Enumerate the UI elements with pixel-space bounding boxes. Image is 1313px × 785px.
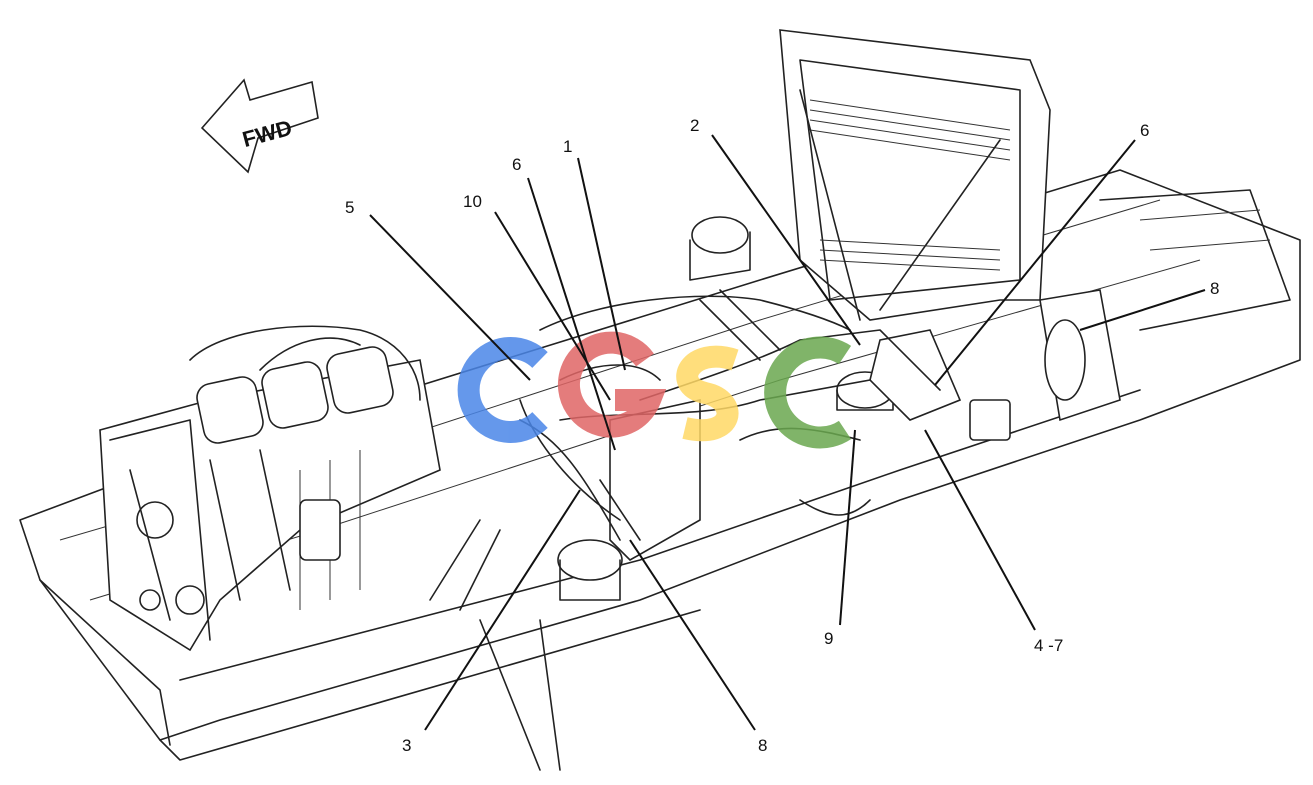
- watermark-letter-c-blue: [457, 337, 548, 443]
- leader-10: [494, 211, 611, 401]
- raised-cab: [779, 29, 1051, 321]
- fwd-arrow-icon: [200, 78, 319, 174]
- callout-1: 1: [563, 137, 572, 156]
- callout-8-bottom: 8: [758, 736, 767, 755]
- callout-2: 2: [690, 116, 699, 135]
- leader-9: [839, 429, 856, 626]
- leader-3: [424, 489, 581, 731]
- watermark-letter-g-red: [557, 331, 667, 438]
- callout-5: 5: [345, 198, 354, 217]
- watermark-letter-s-yellow: [676, 345, 739, 442]
- callout-3: 3: [402, 736, 411, 755]
- callout-labels: 5 10 6 1 2 6 8 9 4 -7 3 8: [345, 116, 1219, 755]
- leader-5: [369, 214, 531, 381]
- watermark-letter-c-green: [764, 336, 852, 449]
- leader-4-7: [924, 429, 1036, 631]
- engine-block: [99, 325, 441, 652]
- leader-6-left: [527, 177, 616, 451]
- center-assembly: [429, 216, 851, 771]
- callout-6-right: 6: [1140, 121, 1149, 140]
- leader-6-right: [934, 139, 1136, 386]
- callout-6-left: 6: [512, 155, 521, 174]
- leader-8-right: [1079, 289, 1206, 331]
- callout-10: 10: [463, 192, 482, 211]
- fwd-arrow: FWD: [200, 78, 319, 174]
- callout-9: 9: [824, 629, 833, 648]
- cgsc-watermark: [457, 331, 852, 449]
- right-assembly: [699, 189, 1291, 516]
- callout-4-7: 4 -7: [1034, 636, 1063, 655]
- leader-lines: [369, 134, 1206, 731]
- callout-8-right: 8: [1210, 279, 1219, 298]
- leader-1: [577, 157, 626, 371]
- leader-8-bottom: [629, 539, 756, 731]
- leader-2: [711, 134, 861, 346]
